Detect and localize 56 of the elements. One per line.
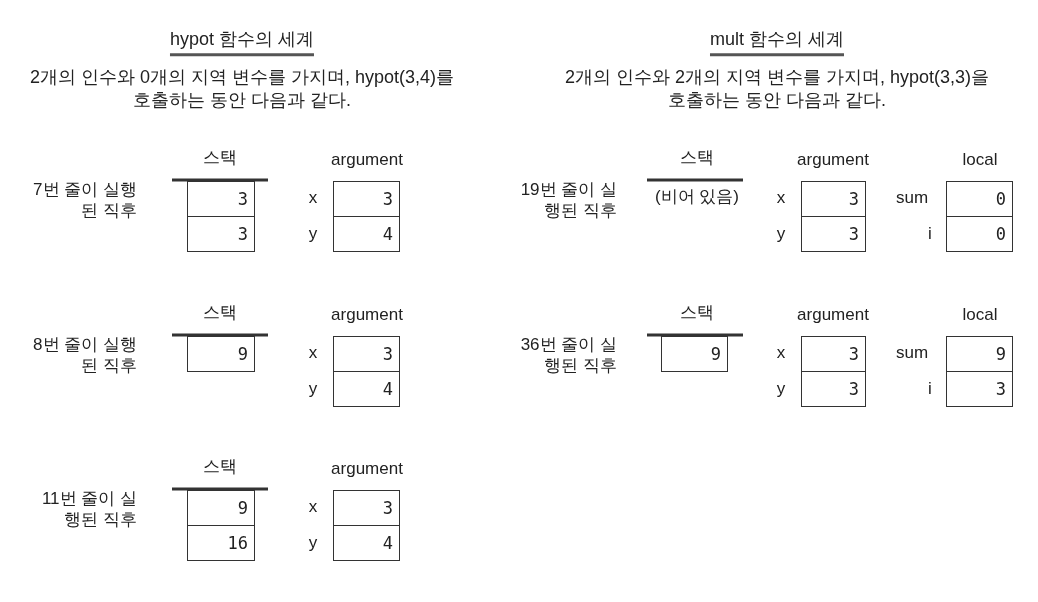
variable-slot: 3 — [946, 371, 1013, 407]
variable-name: x — [308, 496, 318, 518]
variable-name: x — [776, 187, 786, 209]
column-header: 스택 — [203, 147, 237, 169]
variable-name: y — [308, 378, 318, 400]
variable-slot: 4 — [333, 525, 400, 561]
variable-slot: 3 — [333, 490, 400, 526]
section-heading: mult 함수의 세계 — [710, 28, 844, 56]
stack-slot: 9 — [187, 490, 255, 526]
column-header: argument — [331, 304, 403, 326]
variable-name: sum — [895, 187, 929, 209]
variable-slot: 0 — [946, 181, 1013, 217]
step-label: 19번 줄이 실행된 직후 — [519, 178, 617, 222]
variable-name: sum — [895, 342, 929, 364]
variable-slot: 3 — [333, 336, 400, 372]
stack-slot: 16 — [187, 525, 255, 561]
column-header: 스택 — [680, 302, 714, 324]
column-header: 스택 — [203, 302, 237, 324]
column-header: local — [962, 149, 998, 171]
variable-slot: 4 — [333, 371, 400, 407]
column-header: 스택 — [203, 456, 237, 478]
variable-name: y — [776, 378, 786, 400]
step-label: 8번 줄이 실행된 직후 — [32, 333, 137, 377]
stack-slot: 3 — [187, 181, 255, 217]
column-header: argument — [331, 458, 403, 480]
column-header: argument — [797, 149, 869, 171]
variable-name: i — [928, 378, 932, 400]
stack-slot: 9 — [661, 336, 728, 372]
column-header: argument — [797, 304, 869, 326]
variable-name: y — [776, 223, 786, 245]
description-text: 2개의 인수와 0개의 지역 변수를 가지며, hypot(3,4)를 호출하는 동안 다음과 같다. — [28, 65, 456, 111]
column-header: 스택 — [680, 147, 714, 169]
variable-slot: 3 — [801, 181, 866, 217]
stack-slot: 9 — [187, 336, 255, 372]
empty-note: (비어 있음) — [655, 186, 739, 208]
column-header: local — [962, 304, 998, 326]
variable-name: x — [776, 342, 786, 364]
variable-slot: 9 — [946, 336, 1013, 372]
variable-slot: 4 — [333, 216, 400, 252]
variable-name: x — [308, 342, 318, 364]
variable-slot: 3 — [801, 216, 866, 252]
variable-name: i — [928, 223, 932, 245]
description-text: 2개의 인수와 2개의 지역 변수를 가지며, hypot(3,3)을 호출하는 동안 다음과 같다. — [563, 65, 991, 111]
variable-slot: 3 — [801, 336, 866, 372]
stack-slot: 3 — [187, 216, 255, 252]
variable-slot: 0 — [946, 216, 1013, 252]
variable-name: x — [308, 187, 318, 209]
variable-slot: 3 — [333, 181, 400, 217]
step-label: 36번 줄이 실행된 직후 — [519, 333, 617, 377]
column-header: argument — [331, 149, 403, 171]
step-label: 11번 줄이 실행된 직후 — [40, 487, 137, 531]
variable-name: y — [308, 223, 318, 245]
variable-name: y — [308, 532, 318, 554]
variable-slot: 3 — [801, 371, 866, 407]
step-label: 7번 줄이 실행된 직후 — [32, 178, 137, 222]
section-heading: hypot 함수의 세계 — [170, 28, 314, 56]
